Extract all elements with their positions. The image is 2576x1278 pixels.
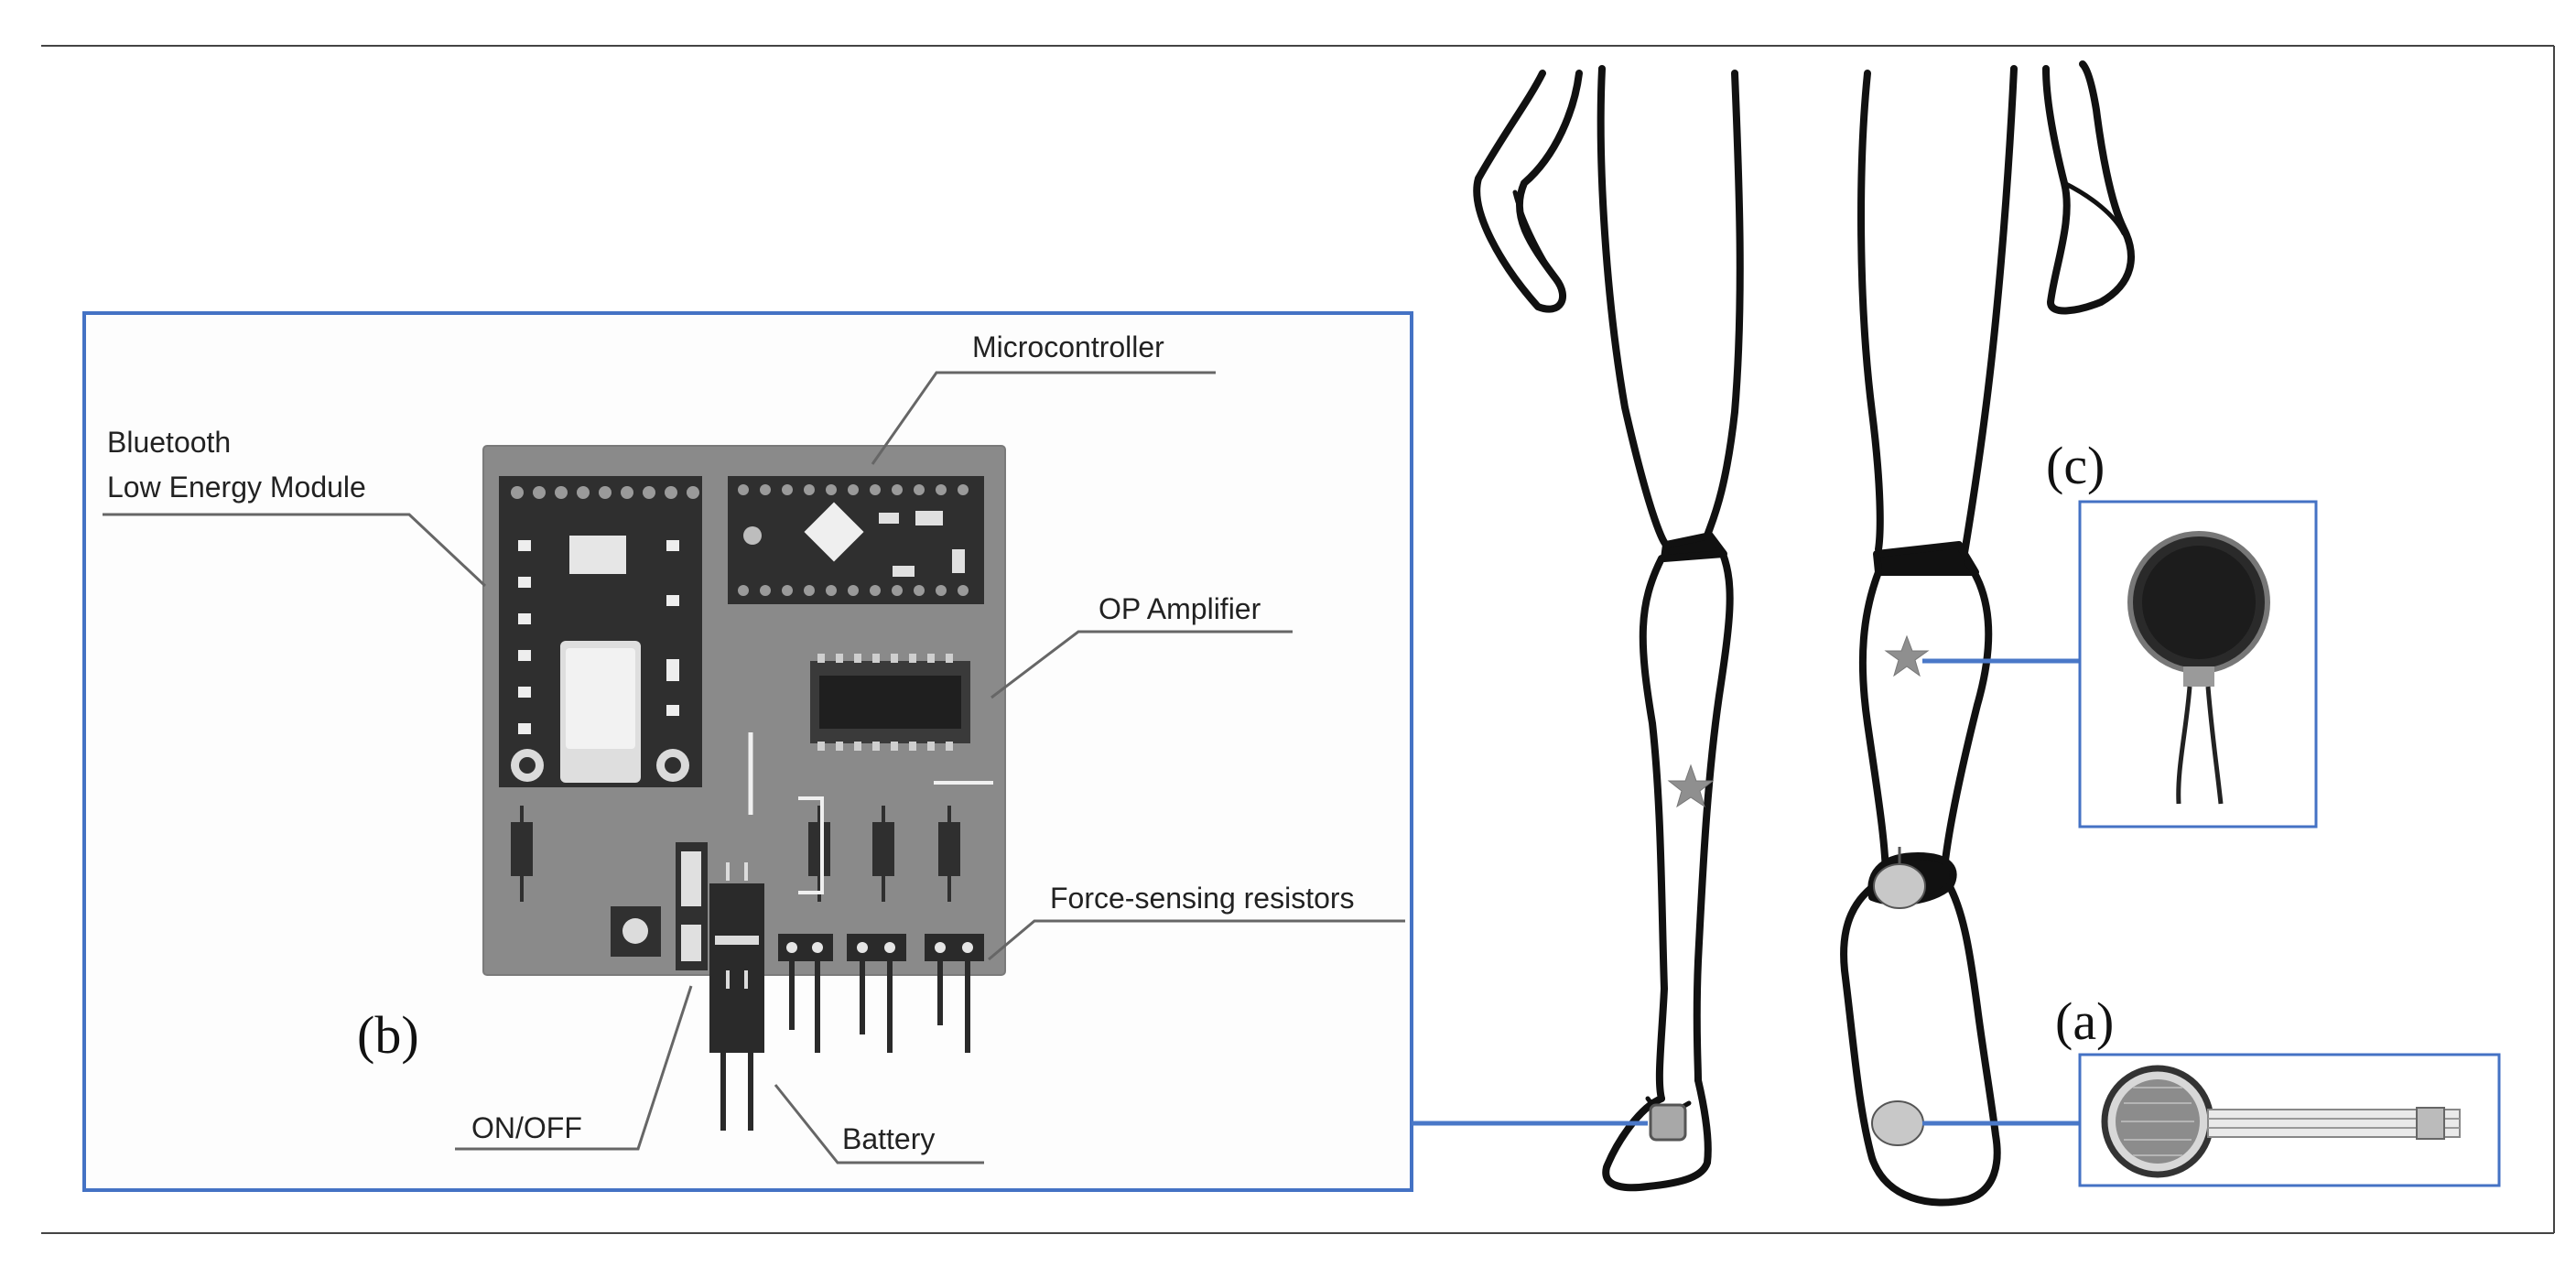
ble-label-line2: Low Energy Module [107, 471, 366, 504]
fsr-sensor-image [2101, 1065, 2461, 1178]
ble-callout-line [103, 513, 487, 588]
microcontroller-block [728, 476, 984, 604]
battery-label: Battery [842, 1122, 935, 1155]
vibration-motor-image [2127, 531, 2270, 805]
panel-label-c: (c) [2046, 436, 2105, 495]
battery-connector [709, 883, 764, 1053]
right-leg-star-icon [1884, 634, 1930, 677]
fsr-label: Force-sensing resistors [1050, 882, 1355, 915]
panel-label-b: (b) [357, 1005, 419, 1065]
heel-sensor [1873, 863, 1926, 909]
fsr-callout-line [988, 919, 1405, 961]
battery-callout-line [774, 1084, 984, 1164]
microcontroller-label: Microcontroller [972, 330, 1164, 363]
op-amp-callout-line [990, 630, 1293, 699]
pcb-board [482, 445, 1006, 1131]
ble-label-line1: Bluetooth [107, 426, 231, 459]
left-leg-star-icon [1667, 764, 1715, 808]
on-off-callout-line [455, 985, 693, 1151]
legs-drawing [1473, 60, 2135, 1207]
pcb-mounted-on-ankle [1649, 1103, 1687, 1142]
microcontroller-callout-line [871, 371, 1216, 465]
ble-header-pins [511, 486, 699, 499]
fsr-headers [778, 934, 984, 1053]
forefoot-sensor [1871, 1100, 1924, 1146]
panel-label-a: (a) [2055, 991, 2114, 1051]
on-off-label: ON/OFF [471, 1111, 582, 1144]
op-amp-label: OP Amplifier [1099, 592, 1261, 625]
